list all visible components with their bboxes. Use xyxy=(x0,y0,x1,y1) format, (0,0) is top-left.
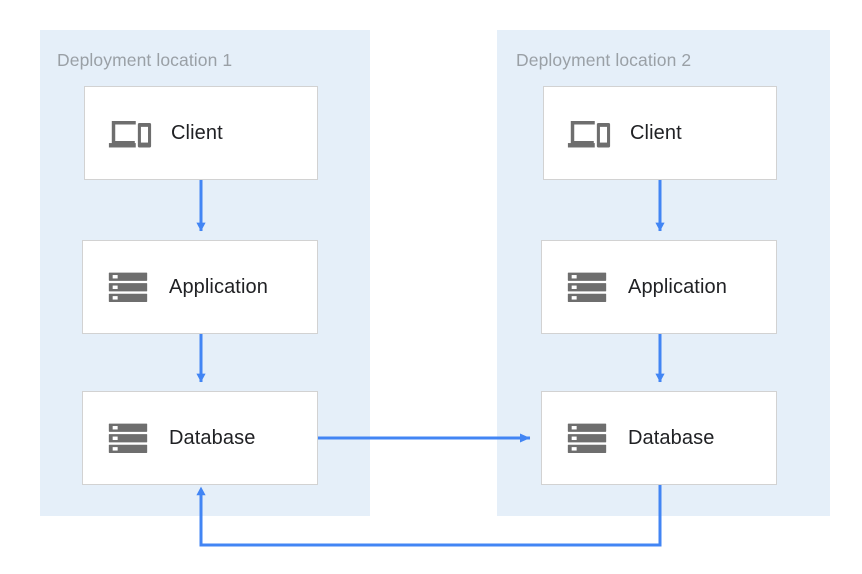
zone-label-1: Deployment location 1 xyxy=(57,50,233,70)
server-icon xyxy=(108,272,148,302)
node-label: Client xyxy=(171,121,223,144)
server-icon xyxy=(567,423,607,453)
node-application-2[interactable]: Application xyxy=(541,240,777,334)
server-icon xyxy=(108,423,148,453)
node-client-2[interactable]: Client xyxy=(543,86,777,180)
node-label: Application xyxy=(628,275,727,298)
node-label: Database xyxy=(628,426,715,449)
node-label: Database xyxy=(169,426,256,449)
devices-icon xyxy=(108,121,152,148)
node-client-1[interactable]: Client xyxy=(84,86,318,180)
node-label: Application xyxy=(169,275,268,298)
zone-label-2: Deployment location 2 xyxy=(516,50,692,70)
server-icon xyxy=(567,272,607,302)
devices-icon xyxy=(567,121,611,148)
node-database-2[interactable]: Database xyxy=(541,391,777,485)
node-application-1[interactable]: Application xyxy=(82,240,318,334)
node-database-1[interactable]: Database xyxy=(82,391,318,485)
node-label: Client xyxy=(630,121,682,144)
